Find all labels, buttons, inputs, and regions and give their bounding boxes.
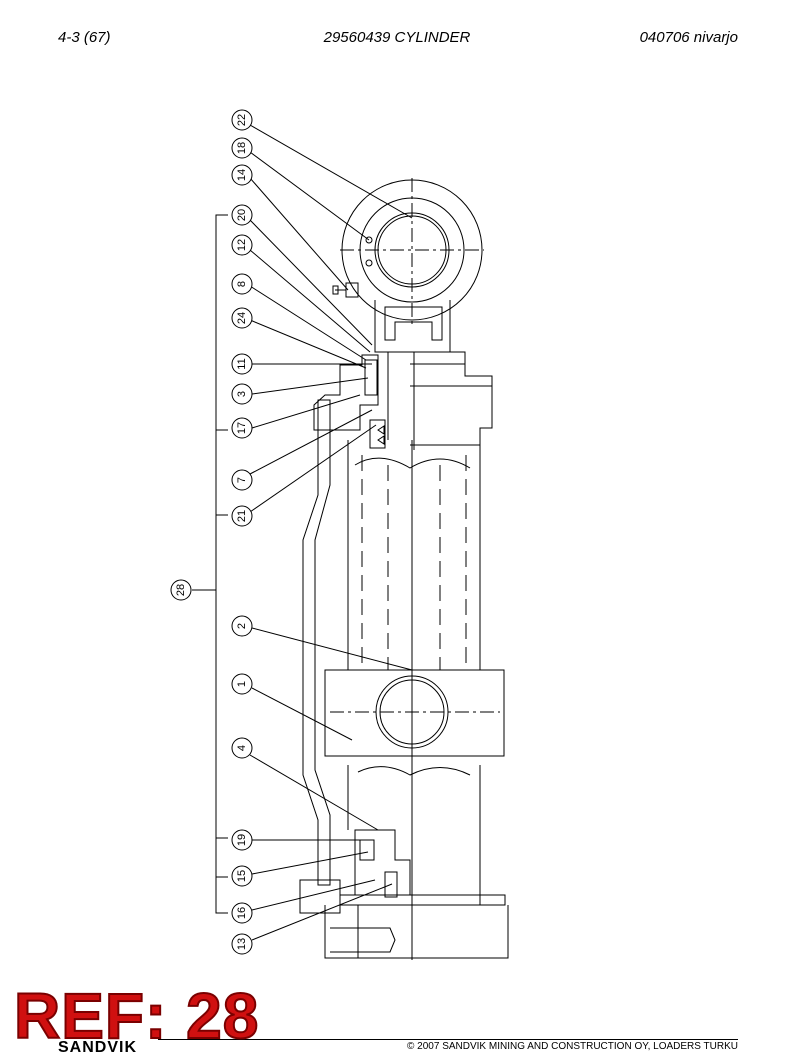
callout-2-label: 2 bbox=[236, 623, 248, 629]
callout-20-label: 20 bbox=[236, 209, 248, 221]
callout-2 bbox=[231, 615, 253, 637]
callout-21-label: 21 bbox=[236, 510, 248, 522]
callout-3-label: 3 bbox=[236, 391, 248, 397]
external-pipe bbox=[302, 399, 331, 886]
callout-4 bbox=[231, 737, 253, 759]
page-reference: 4-3 (67) bbox=[58, 29, 111, 46]
footer-rule bbox=[158, 1039, 738, 1040]
callout-4-label: 4 bbox=[236, 745, 248, 751]
part-title: 29560439 CYLINDER bbox=[323, 29, 471, 46]
callout-18 bbox=[231, 137, 253, 159]
callout-7-label: 7 bbox=[236, 477, 248, 483]
callout-18-label: 18 bbox=[236, 142, 248, 154]
brand-logo: SANDVIK bbox=[58, 1039, 138, 1056]
callout-12 bbox=[231, 234, 253, 256]
callout-17 bbox=[231, 417, 253, 439]
callout-11-label: 11 bbox=[236, 358, 248, 369]
callout-15 bbox=[231, 865, 253, 887]
callout-8 bbox=[231, 273, 253, 295]
callout-16 bbox=[231, 902, 253, 924]
callout-1-label: 1 bbox=[236, 681, 248, 687]
callout-22-label: 22 bbox=[236, 114, 248, 126]
callout-7 bbox=[231, 469, 253, 491]
callout-24-label: 24 bbox=[236, 312, 248, 324]
callout-24 bbox=[231, 307, 253, 329]
callout-12-label: 12 bbox=[236, 239, 248, 251]
callout-22 bbox=[231, 109, 253, 131]
callout-11 bbox=[231, 353, 253, 375]
document-code: 040706 nivarjo bbox=[639, 29, 738, 46]
callout-20 bbox=[231, 204, 253, 226]
callout-28 bbox=[170, 579, 192, 601]
callout-15-label: 15 bbox=[236, 870, 248, 882]
callout-1 bbox=[231, 673, 253, 695]
callout-3 bbox=[231, 383, 253, 405]
trunnion-block bbox=[324, 669, 505, 757]
callout-17-label: 17 bbox=[236, 422, 248, 434]
callout-14 bbox=[231, 164, 253, 186]
copyright-notice: © 2007 SANDVIK MINING AND CONSTRUCTION O… bbox=[407, 1041, 738, 1052]
callout-8-label: 8 bbox=[236, 281, 248, 287]
callout-28-label: 28 bbox=[175, 584, 187, 596]
callout-14-label: 14 bbox=[236, 169, 248, 181]
callout-13 bbox=[231, 933, 253, 955]
reference-stamp: REF: 28 bbox=[13, 980, 260, 1052]
callout-21 bbox=[231, 505, 253, 527]
callout-19-label: 19 bbox=[236, 834, 248, 846]
callout-19 bbox=[231, 829, 253, 851]
callout-13-label: 13 bbox=[236, 938, 248, 950]
callout-16-label: 16 bbox=[236, 907, 248, 919]
